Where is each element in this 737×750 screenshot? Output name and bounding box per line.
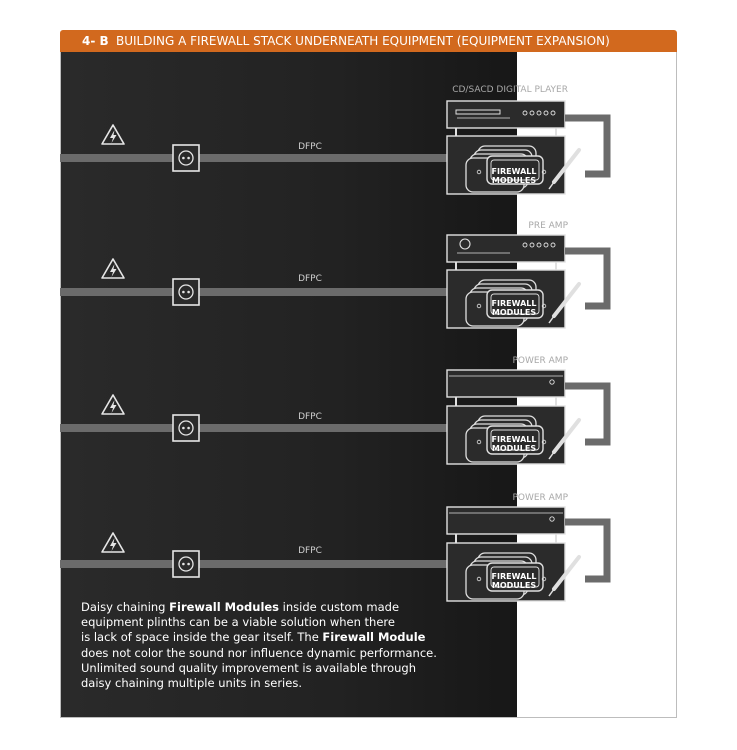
wall-outlet-icon	[172, 278, 200, 306]
device-label: CD/SACD DIGITAL PLAYER	[452, 85, 568, 95]
row-1: DFPC CD/SACD DIGITAL PLAYER FIREWALL MOD…	[60, 85, 611, 196]
caption-text-segment: Daisy chaining	[81, 600, 170, 614]
power-warning-icon	[101, 532, 125, 553]
cd-player-icon	[446, 100, 566, 136]
cable	[60, 560, 447, 568]
module-label: MODULES	[492, 444, 536, 453]
power-warning-icon	[101, 258, 125, 279]
wall-outlet-icon	[172, 550, 200, 578]
row-2: DFPC PRE AMP FIREWALL MODULES	[60, 221, 611, 330]
caption-bold-term: Firewall Module	[322, 630, 426, 645]
cable-label: DFPC	[298, 274, 322, 284]
pre-amp-icon	[446, 234, 566, 270]
row-3: DFPC POWER AMP FIREWALL MODULES	[60, 356, 611, 466]
dark-background	[61, 52, 517, 717]
power-warning-icon	[101, 394, 125, 415]
figure-title: BUILDING A FIREWALL STACK UNDERNEATH EQU…	[116, 34, 610, 48]
loop-cable	[565, 382, 611, 446]
caption-line: daisy chaining multiple units in series.	[81, 676, 302, 691]
module-label: MODULES	[492, 581, 536, 590]
loop-cable	[565, 518, 611, 583]
cable	[60, 424, 447, 432]
diagram-panel	[60, 52, 677, 718]
wall-outlet-icon	[172, 414, 200, 442]
module-label: MODULES	[492, 308, 536, 317]
row-4: DFPC POWER AMP FIREWALL MODULES	[60, 493, 611, 603]
power-amp-icon	[446, 369, 566, 406]
figure-header: 4- B BUILDING A FIREWALL STACK UNDERNEAT…	[60, 30, 677, 52]
loop-cable	[565, 247, 611, 310]
firewall-module-stack	[445, 134, 581, 196]
caption-line: does not color the sound nor influence d…	[81, 645, 437, 660]
cable-label: DFPC	[298, 142, 322, 152]
device-label: PRE AMP	[528, 221, 568, 231]
caption-text: Daisy chaining Firewall Modules inside c…	[81, 600, 441, 691]
caption-text-segment: inside custom made	[279, 600, 400, 614]
cable	[60, 288, 447, 296]
cable-label: DFPC	[298, 546, 322, 556]
loop-cable	[565, 114, 611, 178]
cable	[60, 154, 447, 162]
caption-text-segment: is lack of space inside the gear itself.…	[81, 630, 323, 645]
figure-frame: 4- B BUILDING A FIREWALL STACK UNDERNEAT…	[60, 30, 677, 720]
module-label: FIREWALL	[492, 435, 537, 444]
power-warning-icon	[101, 124, 125, 145]
device-label: POWER AMP	[512, 493, 568, 503]
module-label: FIREWALL	[492, 299, 537, 308]
device-label: POWER AMP	[512, 356, 568, 366]
power-amp-icon	[446, 506, 566, 543]
caption-bold-term: Firewall Modules	[169, 600, 280, 614]
module-label: FIREWALL	[492, 167, 537, 176]
module-label: MODULES	[492, 176, 536, 185]
caption-line: Unlimited sound quality improvement is a…	[81, 660, 416, 675]
wall-outlet-icon	[172, 144, 200, 172]
cable-label: DFPC	[298, 412, 322, 422]
figure-number: 4- B	[82, 34, 109, 48]
module-label: FIREWALL	[492, 572, 537, 581]
caption-line: equipment plinths can be a viable soluti…	[81, 615, 395, 630]
